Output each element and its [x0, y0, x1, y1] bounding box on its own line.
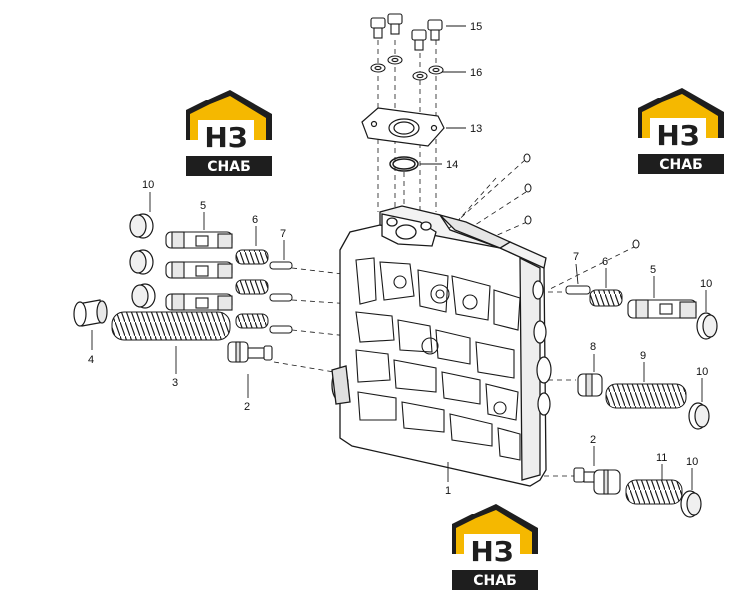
callout-10: 10	[686, 456, 698, 468]
callout-10: 10	[142, 179, 154, 191]
logo-word-text: СНАБ	[659, 157, 703, 173]
logo-mark-text: НЗ	[470, 535, 513, 568]
pin-7-left	[269, 261, 293, 334]
callout-15: 15	[470, 21, 482, 33]
callout-6: 6	[252, 214, 258, 226]
o-ring-14	[389, 156, 419, 172]
spring-3	[111, 311, 231, 341]
callout-5: 5	[650, 264, 656, 276]
callout-14: 14	[446, 159, 458, 171]
logo-word-text: СНАБ	[207, 159, 251, 175]
small-plugs-right	[523, 153, 640, 249]
gasket-plate-13	[361, 107, 445, 147]
callout-2: 2	[244, 401, 250, 413]
logo-mark-text: НЗ	[656, 119, 699, 152]
callout-1: 1	[445, 485, 451, 497]
valve-body-part-1	[331, 205, 552, 487]
callout-11: 11	[656, 452, 667, 464]
callout-6: 6	[602, 256, 608, 268]
callout-8: 8	[590, 341, 596, 353]
spring-11	[625, 479, 683, 505]
bolt-15	[370, 13, 443, 51]
callout-2: 2	[590, 434, 596, 446]
callout-7: 7	[573, 251, 579, 263]
callout-10: 10	[700, 278, 712, 290]
valve-spool-5-right	[627, 299, 697, 319]
callout-labels: 15 16 13 14 1 10 5 6 7 4 3 2 7 6 5 10 8 …	[88, 21, 712, 497]
logo-mark-text: НЗ	[204, 121, 247, 154]
logo-top-right: НЗ СНАБ	[638, 88, 724, 174]
valve-2-left	[227, 341, 273, 363]
washer-16	[370, 55, 444, 81]
callout-3: 3	[172, 377, 178, 389]
valve-spool-5-left	[165, 231, 233, 311]
callout-16: 16	[470, 67, 482, 79]
plug-10-left	[129, 213, 156, 309]
callout-9: 9	[640, 350, 646, 362]
callout-10: 10	[696, 366, 708, 378]
pin-7-right	[565, 285, 591, 295]
valve-8	[577, 373, 603, 397]
leader-lines	[91, 25, 707, 490]
spring-9	[605, 383, 687, 409]
callout-7: 7	[280, 228, 286, 240]
plug-10-right	[680, 312, 718, 518]
spring-6-left	[235, 249, 269, 329]
logo-top-left: НЗ СНАБ	[186, 90, 272, 176]
valve-2-right	[573, 467, 621, 495]
logo-bottom-center: НЗ СНАБ	[452, 504, 538, 590]
callout-4: 4	[88, 354, 94, 366]
plug-4	[73, 299, 108, 327]
spring-6-right	[589, 289, 623, 307]
callout-13: 13	[470, 123, 482, 135]
callout-5: 5	[200, 200, 206, 212]
logo-word-text: СНАБ	[473, 573, 517, 589]
